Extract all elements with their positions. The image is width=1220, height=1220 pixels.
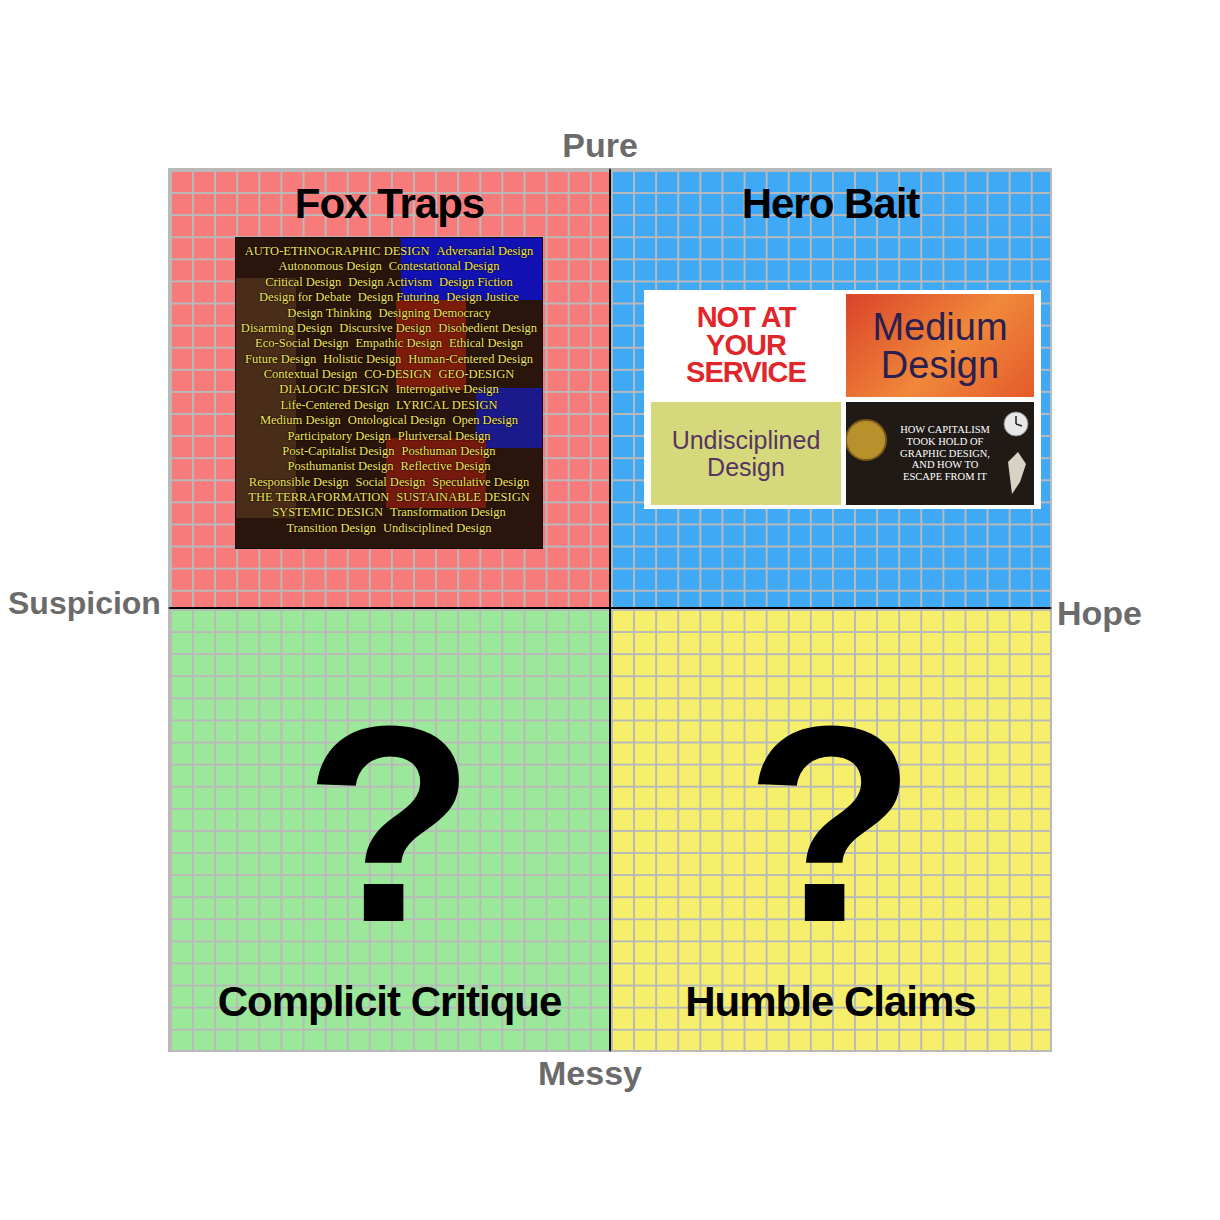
quadrant-region: Hero BaitNOT AT YOUR SERVICE Medium Desig…	[610, 168, 1052, 608]
design-term: Transition Design	[286, 521, 375, 535]
design-term: Contextual Design	[264, 367, 357, 381]
question-mark: ?	[611, 684, 1050, 964]
design-term: Design Justice	[446, 290, 519, 304]
quadrant-title: Fox Traps	[170, 183, 609, 225]
design-term: Posthumanist Design	[288, 459, 394, 473]
design-term: DIALOGIC DESIGN	[279, 382, 388, 396]
clock-hands	[1016, 416, 1022, 426]
design-term: Open Design	[452, 413, 518, 427]
quadrant-region: ? Complicit Critique	[168, 608, 610, 1052]
design-term: Speculative Design	[432, 475, 529, 489]
quadrant-title: Complicit Critique	[170, 981, 609, 1023]
cover-title: HOW CAPITALISM TOOK HOLD OF GRAPHIC DESI…	[895, 424, 995, 483]
design-term: SUSTAINABLE DESIGN	[396, 490, 529, 504]
design-term: LYRICAL DESIGN	[396, 398, 497, 412]
design-term: Undisciplined Design	[383, 521, 492, 535]
design-term: Design Futuring	[358, 290, 440, 304]
book-cover: Medium Design	[846, 294, 1034, 397]
design-term: Medium Design	[260, 413, 341, 427]
book-cover: NOT AT YOUR SERVICE	[651, 294, 841, 397]
design-term: Interrogative Design	[396, 382, 499, 396]
coin-figure	[846, 420, 886, 460]
design-term: Ethical Design	[449, 336, 523, 350]
design-term: Eco-Social Design	[255, 336, 348, 350]
question-mark: ?	[170, 684, 609, 964]
book-cover: HOW CAPITALISM TOOK HOLD OF GRAPHIC DESI…	[846, 402, 1034, 505]
design-term: Critical Design	[265, 275, 341, 289]
design-term: Design Fiction	[439, 275, 513, 289]
design-term: Responsible Design	[249, 475, 349, 489]
design-term: Transformation Design	[390, 505, 506, 519]
design-term: Posthuman Design	[402, 444, 496, 458]
design-term: Design Thinking	[287, 306, 371, 320]
book-cover: Undisciplined Design	[651, 402, 841, 505]
design-term: Social Design	[356, 475, 426, 489]
term-collage: AUTO-ETHNOGRAPHIC DESIGN Adversarial Desi…	[235, 237, 543, 549]
axis-label: Suspicion	[8, 587, 161, 619]
design-term: Design Activism	[348, 275, 432, 289]
quadrant-title: Hero Bait	[611, 183, 1050, 225]
design-term: Designing Democracy	[379, 306, 491, 320]
design-term: Disobedient Design	[438, 321, 537, 335]
cover-title: Medium Design	[855, 308, 1025, 384]
design-term: Future Design	[245, 352, 316, 366]
quadrant-region: Fox TrapsAUTO-ETHNOGRAPHIC DESIGN Adversa…	[168, 168, 610, 608]
design-term: Autonomous Design	[279, 259, 382, 273]
design-term: Participatory Design	[288, 429, 391, 443]
quadrant-region: ? Humble Claims	[610, 608, 1052, 1052]
design-term: Life-Centered Design	[280, 398, 389, 412]
design-term: Ontological Design	[348, 413, 446, 427]
quadrant-title: Humble Claims	[611, 981, 1050, 1023]
axis-label: Pure	[562, 128, 638, 162]
axis-label: Hope	[1057, 596, 1142, 630]
figure-silhouette	[1008, 452, 1026, 494]
design-term: Pluriversal Design	[398, 429, 491, 443]
design-term: CO-DESIGN	[364, 367, 431, 381]
clock-figure	[1004, 412, 1028, 436]
design-term: AUTO-ETHNOGRAPHIC DESIGN	[245, 244, 430, 258]
cover-title: NOT AT YOUR SERVICE	[671, 304, 821, 387]
design-term: THE TERRAFORMATION	[248, 490, 389, 504]
design-term: GEO-DESIGN	[439, 367, 515, 381]
design-term: Contestational Design	[389, 259, 500, 273]
design-term: Holistic Design	[323, 352, 401, 366]
term-list: AUTO-ETHNOGRAPHIC DESIGN Adversarial Desi…	[236, 238, 542, 541]
design-term: Design for Debate	[259, 290, 351, 304]
design-term: Empathic Design	[355, 336, 441, 350]
design-term: Disarming Design	[241, 321, 332, 335]
axis-label: Messy	[538, 1056, 642, 1090]
cover-title: Undisciplined Design	[656, 427, 836, 480]
design-term: Reflective Design	[401, 459, 491, 473]
design-term: Human-Centered Design	[408, 352, 533, 366]
design-term: Post-Capitalist Design	[282, 444, 394, 458]
design-term: Adversarial Design	[436, 244, 533, 258]
design-term: SYSTEMIC DESIGN	[272, 505, 383, 519]
collage-patch	[236, 238, 542, 548]
design-term: Discursive Design	[339, 321, 431, 335]
